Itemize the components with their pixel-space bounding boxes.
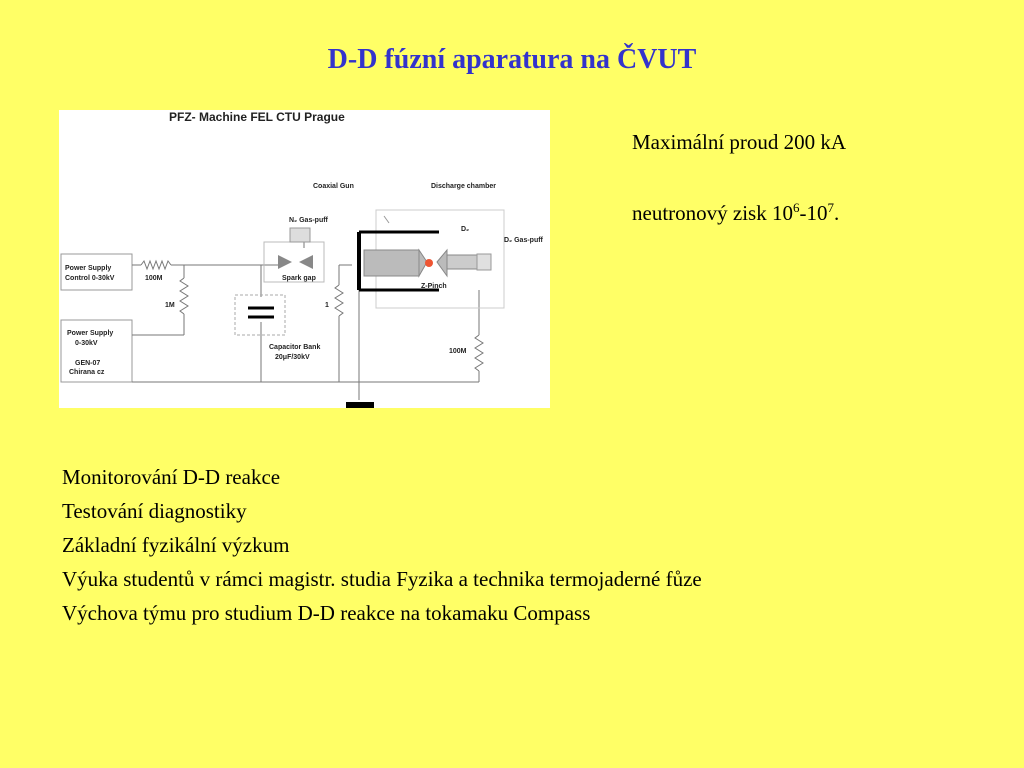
- neutron-yield-exponent-2: 7: [827, 200, 834, 215]
- activity-list: Monitorování D-D reakce Testování diagno…: [62, 460, 702, 630]
- neutron-yield-suffix: .: [833, 201, 840, 225]
- power-supply-control-label-1: Power Supply: [65, 265, 111, 272]
- anode-rod: [446, 254, 478, 270]
- max-current-text: Maximální proud 200 kA: [632, 130, 847, 154]
- d2-label: D₂: [461, 226, 469, 233]
- list-item: Základní fyzikální výzkum: [62, 533, 290, 557]
- circuit-diagram-svg: PFZ- Machine FEL CTU Prague Power Supply…: [60, 110, 544, 408]
- list-item: Testování diagnostiky: [62, 499, 247, 523]
- spark-gap-electrode-right: [299, 255, 313, 269]
- slide-title: D-D fúzní aparatura na ČVUT: [327, 44, 697, 75]
- inner-electrode: [363, 249, 420, 277]
- resistor-100m-top-label: 100M: [145, 275, 163, 282]
- diagram-header: PFZ- Machine FEL CTU Prague: [169, 110, 345, 124]
- neutron-yield-text: neutronový zisk 106-107.: [632, 200, 839, 226]
- power-supply-control-label-2: Control 0-30kV: [65, 275, 115, 282]
- generator-label-2: Chirana cz: [69, 369, 105, 376]
- capacitor-bank-box: [234, 294, 286, 336]
- z-pinch-label: Z-Pinch: [421, 283, 447, 290]
- coaxial-gun-label: Coaxial Gun: [313, 183, 354, 190]
- resistor-1m-label: 1M: [165, 302, 175, 309]
- d2-gas-puff-valve: [476, 253, 492, 271]
- list-item: Monitorování D-D reakce: [62, 465, 281, 489]
- n2-gas-puff-label: N₂ Gas-puff: [289, 217, 329, 224]
- power-supply-label-1: Power Supply: [67, 330, 113, 337]
- list-item: Výchova týmu pro studium D-D reakce na t…: [62, 601, 591, 625]
- circuit-wires: [132, 232, 484, 400]
- inner-electrode-tip: [418, 248, 428, 278]
- power-supply-label-2: 0-30kV: [75, 340, 98, 347]
- spark-gap-electrode-left: [278, 255, 292, 269]
- neutron-yield-separator: -10: [799, 201, 828, 225]
- n2-gas-puff-valve: [289, 227, 311, 243]
- capacitor-bank-label-1: Capacitor Bank: [269, 344, 320, 351]
- capacitor-bank-label-2: 20μF/30kV: [275, 354, 310, 361]
- circuit-diagram: PFZ- Machine FEL CTU Prague Power Supply…: [59, 110, 550, 408]
- resistor-1-label: 1: [325, 302, 329, 309]
- anode-tip: [436, 248, 448, 278]
- coaxial-gun-leader: [383, 215, 390, 224]
- neutron-yield-prefix: neutronový zisk 10: [632, 201, 793, 225]
- spark-gap-label: Spark gap: [282, 275, 316, 282]
- neutron-yield-exponent-1: 6: [792, 200, 800, 215]
- ground-symbol: [346, 402, 374, 408]
- power-supply-control-box: [60, 253, 133, 291]
- power-supply-box: [60, 319, 133, 383]
- d2-gas-puff-label: D₂ Gas-puff: [504, 237, 544, 244]
- generator-label-1: GEN-07: [75, 360, 100, 367]
- list-item: Výuka studentů v rámci magistr. studia F…: [62, 567, 702, 591]
- discharge-chamber-label: Discharge chamber: [431, 183, 496, 190]
- resistor-100m-right-label: 100M: [449, 348, 467, 355]
- z-pinch-plasma: [425, 259, 433, 267]
